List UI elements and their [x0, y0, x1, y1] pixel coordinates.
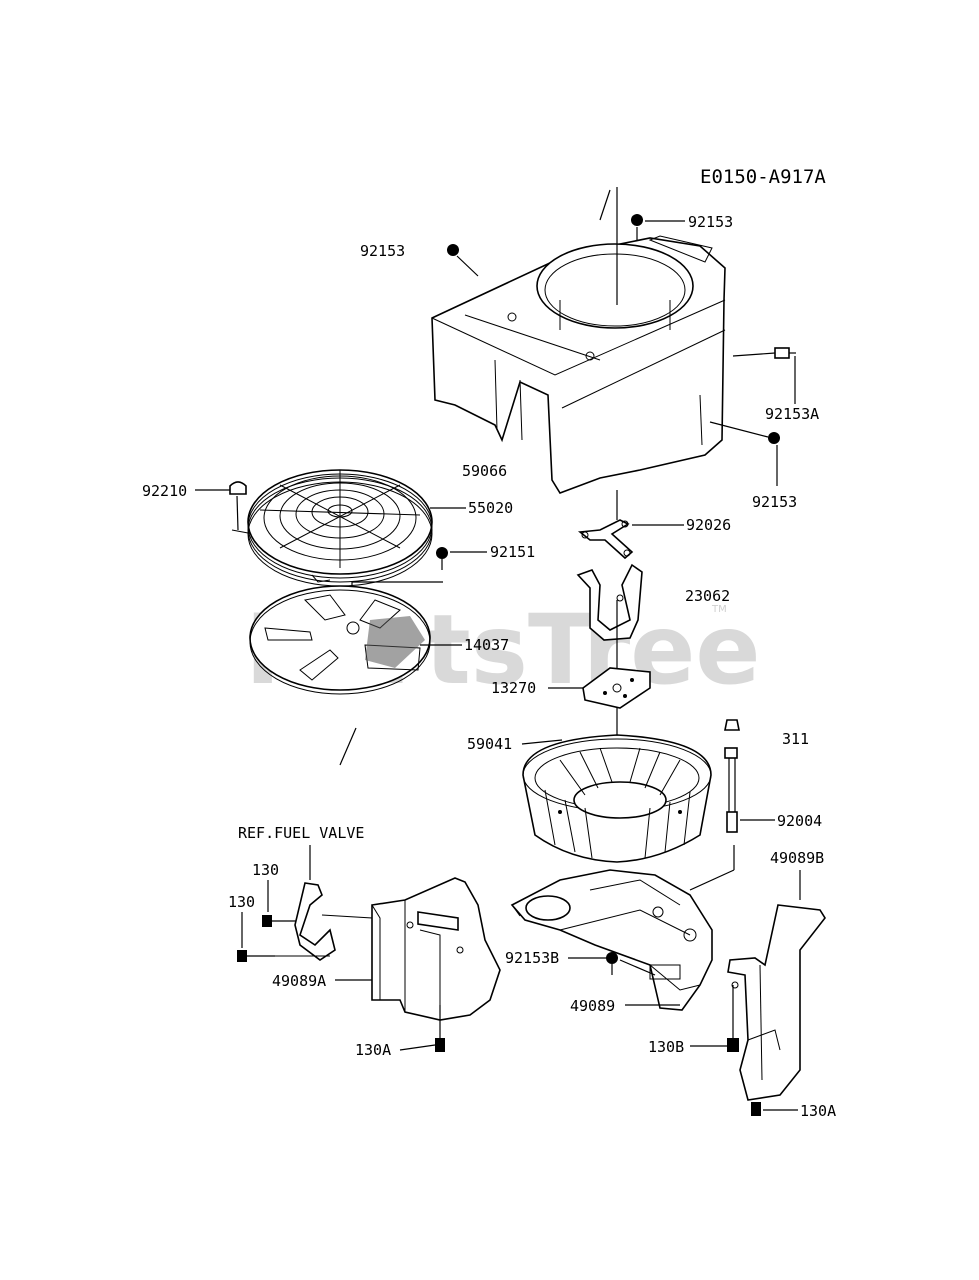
label-130-lower: 130	[228, 893, 255, 911]
label-14037: 14037	[464, 636, 509, 654]
plate-13270[interactable]	[582, 667, 651, 709]
label-92151: 92151	[490, 543, 535, 561]
bolt-130a-left[interactable]	[435, 1005, 445, 1052]
plate-92026[interactable]	[577, 519, 634, 560]
flywheel-59041[interactable]	[522, 734, 712, 863]
label-92153-right: 92153	[752, 493, 797, 511]
label-59066: 59066	[462, 462, 507, 480]
bolt-92153-top[interactable]	[631, 214, 643, 240]
cover-49089a[interactable]	[371, 877, 501, 1021]
label-92153a: 92153A	[765, 405, 819, 423]
label-92210: 92210	[142, 482, 187, 500]
label-92153-top: 92153	[688, 213, 733, 231]
stud-92004[interactable]	[724, 719, 740, 833]
bolt-92151[interactable]	[436, 547, 448, 570]
diagram-code: E0150-A917A	[700, 166, 826, 188]
label-13270: 13270	[491, 679, 536, 697]
bolt-130-lower[interactable]	[237, 950, 275, 962]
label-49089a: 49089A	[272, 972, 326, 990]
cap-92210[interactable]	[229, 481, 249, 534]
label-92153b: 92153B	[505, 949, 559, 967]
label-92004: 92004	[777, 812, 822, 830]
label-49089: 49089	[570, 997, 615, 1015]
label-130b: 130B	[648, 1038, 684, 1056]
label-59041: 59041	[467, 735, 512, 753]
bolt-92153a[interactable]	[774, 347, 796, 359]
label-55020: 55020	[468, 499, 513, 517]
label-49089b: 49089B	[770, 849, 824, 867]
bolt-92153-left[interactable]	[447, 244, 459, 256]
ref-fuel-valve-note: REF.FUEL VALVE	[238, 824, 364, 842]
bolt-92153b[interactable]	[606, 952, 618, 975]
shroud-59066[interactable]	[431, 235, 726, 494]
bracket-23062[interactable]	[576, 563, 643, 641]
fan-plate-14037[interactable]	[249, 585, 431, 695]
label-92026: 92026	[686, 516, 731, 534]
label-311: 311	[782, 730, 809, 748]
cover-49089b[interactable]	[727, 904, 826, 1101]
bolt-130b[interactable]	[727, 1038, 739, 1052]
bolt-130a-right[interactable]	[751, 1102, 761, 1116]
label-23062: 23062	[685, 587, 730, 605]
bolt-92153-right[interactable]	[768, 432, 780, 444]
label-130a-right: 130A	[800, 1102, 836, 1120]
screen-55020[interactable]	[247, 469, 433, 587]
cover-49089[interactable]	[510, 869, 713, 1011]
label-92153-left: 92153	[360, 242, 405, 260]
label-130-upper: 130	[252, 861, 279, 879]
label-130a-left: 130A	[355, 1041, 391, 1059]
trademark-text: TM	[711, 604, 727, 615]
